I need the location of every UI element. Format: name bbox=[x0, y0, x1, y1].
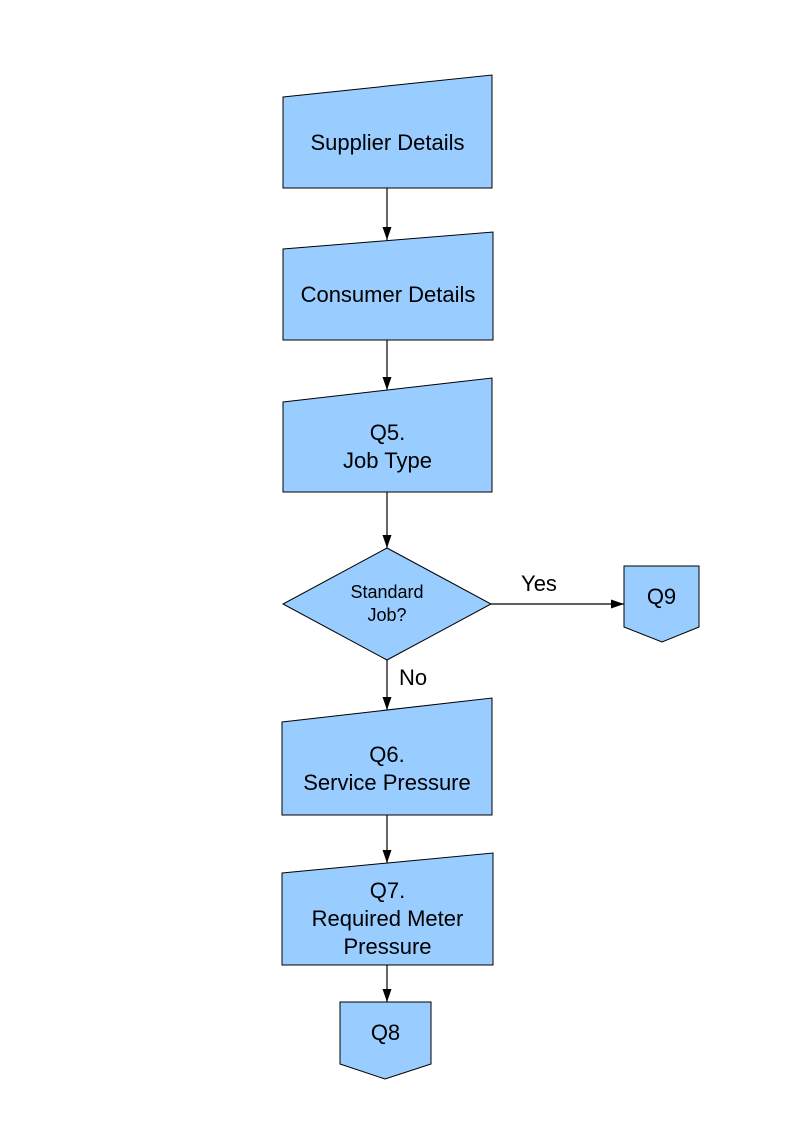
node-shape-q7-required-meter-pressure bbox=[281, 852, 494, 966]
node-shape-q8-connector bbox=[339, 1001, 432, 1080]
node-shape-q6-service-pressure bbox=[281, 697, 493, 816]
node-shape-q5-job-type bbox=[282, 377, 493, 493]
node-shape-q9-connector bbox=[623, 565, 700, 643]
node-shape-standard-job-decision bbox=[281, 547, 493, 661]
node-shape-consumer-details bbox=[282, 231, 494, 341]
node-shape-supplier-details bbox=[282, 74, 493, 189]
